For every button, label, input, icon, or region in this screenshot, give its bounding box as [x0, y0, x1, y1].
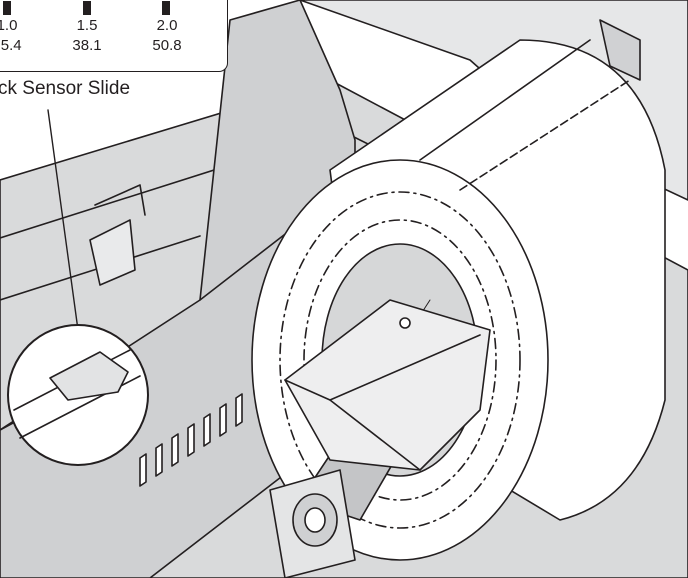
scale-mm-label: 38.1: [72, 37, 102, 54]
callout-leader-line: [47, 109, 79, 331]
sensor-slide-caption: ck Sensor Slide: [0, 78, 135, 100]
scale-tick: [83, 1, 91, 15]
scale-tick: [3, 1, 11, 15]
sensor-slide-tab: [89, 219, 136, 286]
scale-mm-label: 25.4: [0, 37, 22, 54]
scale-tick: [162, 1, 170, 15]
scale-inch-label: 2.0: [156, 17, 178, 34]
scale-mm-label: 50.8: [152, 37, 182, 54]
size-scale-legend: 1.0 1.5 2.0 25.4 38.1 50.8: [0, 0, 228, 72]
vent-slots: [139, 393, 243, 487]
scale-inch-label: 1.0: [0, 17, 18, 34]
scale-inch-label: 1.5: [76, 17, 98, 34]
roll-guide: [284, 299, 491, 471]
